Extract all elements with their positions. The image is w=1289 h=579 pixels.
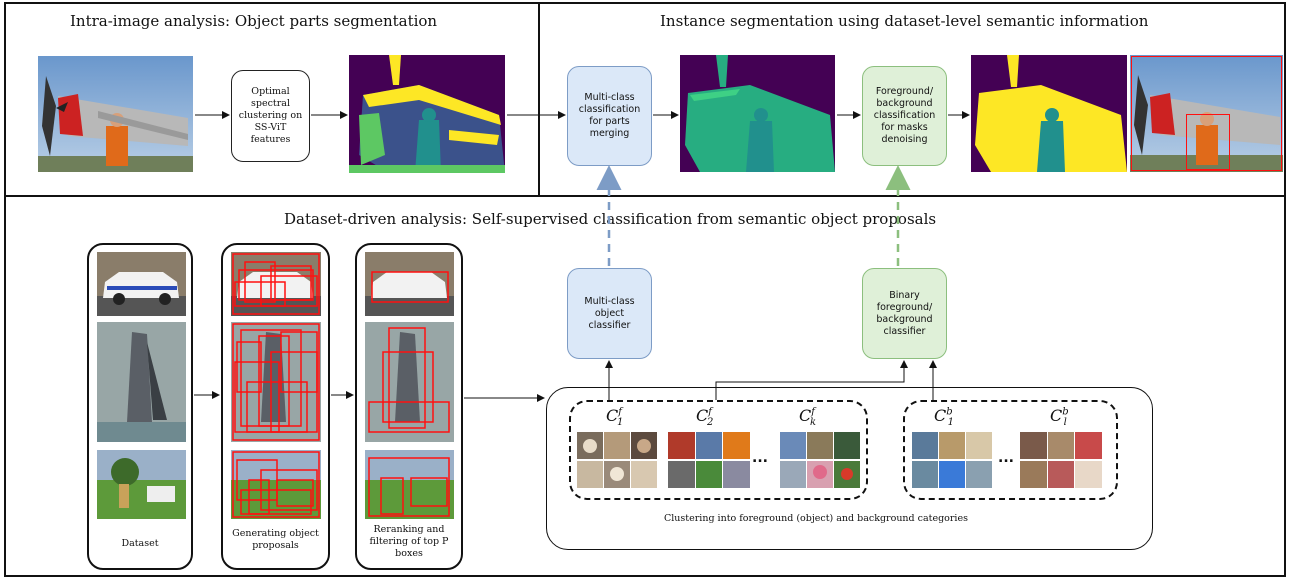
reranked-cow-person-image	[365, 450, 454, 519]
merged-parts-mask	[680, 55, 835, 172]
dataset-sailboat-image	[97, 322, 186, 442]
intra-image-title: Intra-image analysis: Object parts segme…	[70, 12, 438, 30]
cluster-label-fg2: Cf2	[696, 406, 714, 429]
cluster-fgk-thumbnails	[780, 432, 860, 488]
reranked-sailboat-image	[365, 322, 454, 442]
reranked-car-image	[365, 252, 454, 316]
reranking-label: Reranking and filtering of top P boxes	[369, 524, 449, 559]
plane-detection-box	[1131, 56, 1282, 171]
dataset-cow-person-image	[97, 450, 186, 519]
foreground-clusters-group	[569, 400, 868, 500]
dataset-label: Dataset	[121, 538, 159, 549]
proposals-cow-person-image	[231, 450, 321, 519]
spectral-clustering-node: Optimal spectral clustering on SS-ViT fe…	[231, 70, 310, 162]
instance-segmentation-title: Instance segmentation using dataset-leve…	[660, 12, 1149, 30]
background-clusters-group	[903, 400, 1118, 500]
cluster-label-fg1: Cf1	[606, 406, 624, 429]
fgbg-denoising-node: Foreground/ background classification fo…	[862, 66, 947, 166]
denoised-instance-mask	[971, 55, 1127, 172]
clustering-caption: Clustering into foreground (object) and …	[664, 513, 968, 524]
foreground-ellipsis: ...	[752, 450, 768, 466]
person-detection-box	[1186, 114, 1230, 170]
multiclass-object-classifier-node: Multi-class object classifier	[567, 268, 652, 359]
cluster-label-bgl: Cbl	[1050, 406, 1069, 429]
cluster-label-bg1: Cb1	[934, 406, 955, 429]
cluster-bg1-thumbnails	[912, 432, 992, 488]
background-ellipsis: ...	[998, 450, 1014, 466]
binary-fgbg-classifier-node: Binary foreground/ background classifier	[862, 268, 947, 359]
dataset-car-image	[97, 252, 186, 316]
multiclass-parts-merging-node: Multi-class classification for parts mer…	[567, 66, 652, 166]
proposals-sailboat-image	[231, 322, 321, 442]
final-detection-image	[1130, 55, 1283, 172]
dataset-driven-title: Dataset-driven analysis: Self-supervised…	[284, 210, 937, 228]
cluster-fg2-thumbnails	[668, 432, 750, 488]
cluster-label-fgk: Cfk	[799, 406, 817, 429]
cluster-fg1-thumbnails	[577, 432, 657, 488]
cluster-bgl-thumbnails	[1020, 432, 1102, 488]
proposals-car-image	[231, 252, 321, 316]
airplane-photo-image	[38, 56, 193, 172]
generating-proposals-label: Generating object proposals	[232, 528, 319, 551]
parts-segmentation-mask	[349, 55, 505, 173]
